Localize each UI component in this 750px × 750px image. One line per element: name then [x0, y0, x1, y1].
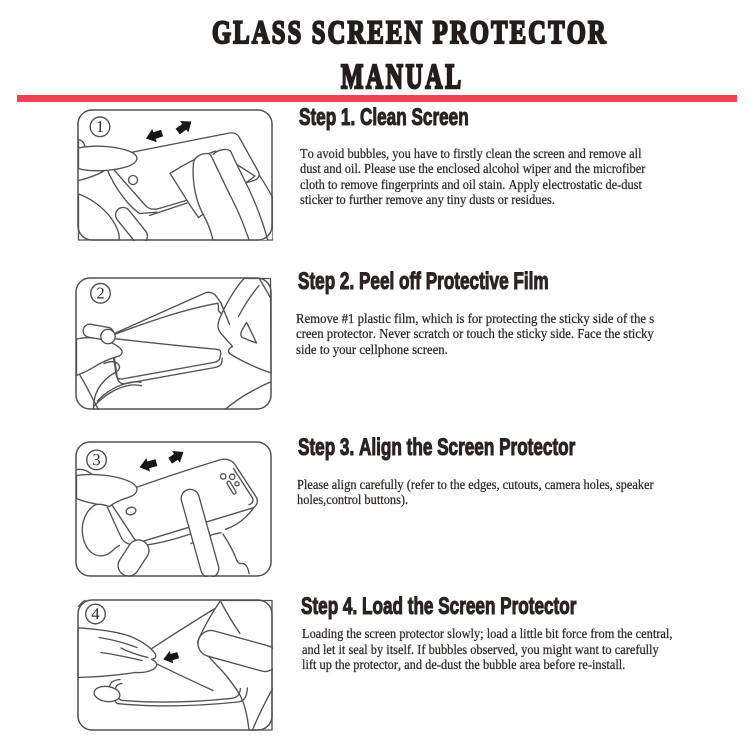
svg-text:1: 1 [96, 117, 104, 136]
svg-text:3: 3 [92, 450, 100, 469]
svg-text:2: 2 [96, 283, 104, 302]
svg-text:4: 4 [91, 604, 99, 623]
